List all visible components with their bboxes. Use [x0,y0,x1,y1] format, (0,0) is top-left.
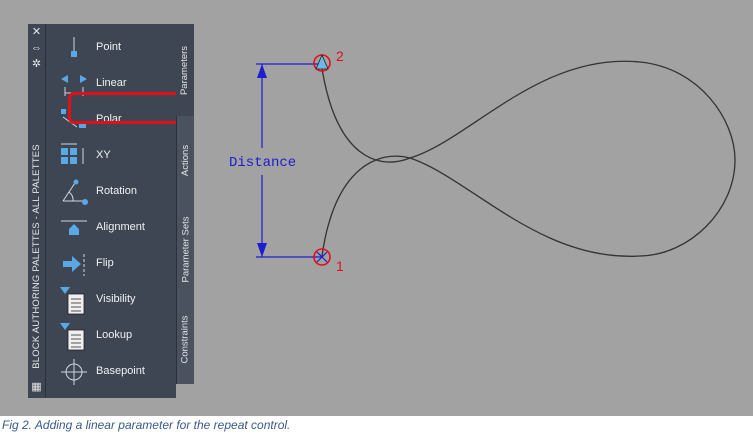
tab-parameters[interactable]: Parameters [176,24,194,116]
tool-point[interactable]: Point [46,30,176,65]
visibility-parameter-icon [60,287,85,315]
tool-label: Point [96,41,122,53]
drawing-canvas[interactable]: Distance 2 1 ✕ ⇔ ✲ BLOCK AUTHORING PALET… [0,0,753,416]
block-authoring-palette: ✕ ⇔ ✲ BLOCK AUTHORING PALETTES - ALL PAL… [28,24,194,398]
close-icon[interactable]: ✕ [31,26,42,38]
loop-curve[interactable] [320,60,736,257]
xy-parameter-icon [61,143,84,164]
grip-base-point[interactable] [313,248,331,266]
palette-tabs: Parameters Actions Parameter Sets Constr… [176,24,194,384]
tool-visibility[interactable]: Visibility [46,282,176,317]
palette-title-strip[interactable]: ✕ ⇔ ✲ BLOCK AUTHORING PALETTES - ALL PAL… [28,24,46,398]
tool-alignment[interactable]: Alignment [46,210,176,245]
point-parameter-icon [71,37,77,57]
tool-label: Lookup [96,329,133,341]
drawing-area: Distance 2 1 [229,48,736,274]
tool-label: Flip [96,257,114,269]
tab-parameter-sets[interactable]: Parameter Sets [176,204,194,294]
grip-label-2: 2 [336,48,344,64]
tool-label: XY [96,149,111,161]
tool-label: Alignment [96,221,145,233]
figure-caption: Fig 2. Adding a linear parameter for the… [2,418,291,432]
tool-flip[interactable]: Flip [46,246,176,281]
grip-end-arrow[interactable] [313,53,331,72]
palette-tool-list: Point Linear Polar [46,24,183,398]
lookup-parameter-icon [60,323,85,351]
tab-constraints[interactable]: Constraints [176,294,194,384]
tool-basepoint[interactable]: Basepoint [46,354,176,389]
tool-label: Visibility [96,293,136,305]
tool-rotation[interactable]: Rotation [46,174,176,209]
tool-label: Linear [96,77,127,89]
grip-label-1: 1 [336,258,344,274]
flip-parameter-icon [63,254,85,276]
alignment-parameter-icon [61,220,87,235]
palette-title: BLOCK AUTHORING PALETTES - ALL PALETTES [31,144,43,369]
linear-tool-highlight [68,92,183,124]
linear-dimension[interactable] [256,63,321,258]
tool-xy[interactable]: XY [46,138,176,173]
dimension-label: Distance [229,155,296,171]
tab-actions[interactable]: Actions [176,116,194,204]
tool-lookup[interactable]: Lookup [46,318,176,353]
basepoint-parameter-icon [61,359,87,385]
palette-menu-icon[interactable]: ▦ [31,381,42,393]
properties-icon[interactable]: ✲ [31,58,42,70]
rotation-parameter-icon [62,179,88,205]
tool-label: Basepoint [96,365,145,377]
autohide-icon[interactable]: ⇔ [31,42,42,54]
tool-label: Rotation [96,185,137,197]
